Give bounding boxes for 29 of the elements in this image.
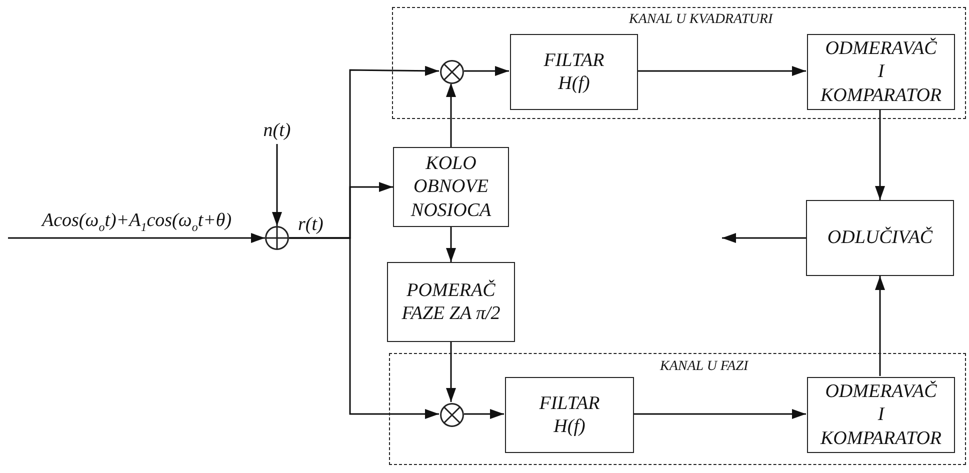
- signal-label: r(t): [298, 214, 324, 236]
- process-block: FILTAR H(f): [510, 34, 638, 110]
- process-block: ODMERAVAČ I KOMPARATOR: [807, 377, 955, 453]
- adder-symbol: [265, 226, 289, 250]
- arrow: [446, 83, 456, 147]
- multiplier-symbol: [440, 403, 464, 427]
- arrow: [722, 233, 806, 243]
- arrow: [875, 276, 885, 376]
- arrow: [289, 237, 439, 419]
- arrow: [633, 409, 806, 419]
- arrow: [463, 409, 504, 419]
- arrow: [272, 144, 282, 226]
- channel-group: [389, 353, 966, 465]
- multiplier-symbol: [440, 60, 464, 84]
- arrow: [637, 66, 806, 76]
- channel-group: [392, 7, 966, 119]
- arrow: [446, 227, 456, 262]
- signal-label: n(t): [257, 118, 297, 144]
- arrow: [463, 66, 509, 76]
- process-block: FILTAR H(f): [505, 377, 634, 453]
- arrow: [875, 109, 885, 200]
- group-title: KANAL U KVADRATURI: [629, 12, 773, 28]
- process-block: ODLUČIVAČ: [806, 200, 954, 276]
- process-block: ODMERAVAČ I KOMPARATOR: [807, 34, 955, 110]
- arrow: [8, 233, 265, 243]
- arrow: [446, 342, 456, 402]
- process-block: KOLO OBNOVE NOSIOCA: [393, 147, 509, 227]
- group-title: KANAL U FAZI: [660, 359, 748, 375]
- process-block: POMERAČ FAZE ZA π/2: [387, 262, 515, 342]
